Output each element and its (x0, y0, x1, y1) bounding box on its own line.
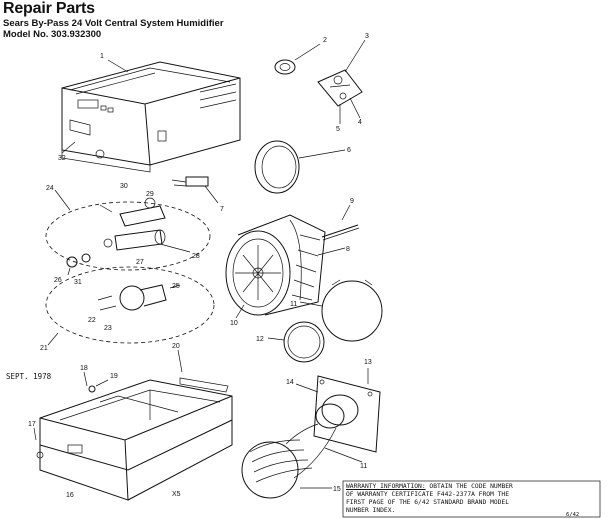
callout-7: 7 (220, 206, 224, 213)
callout-21: 21 (40, 345, 48, 352)
callout-4: 4 (358, 119, 362, 126)
page-code: 6/42 (566, 512, 580, 518)
callout-26: 26 (54, 277, 62, 284)
model-number: Model No. 303.932300 (3, 29, 102, 40)
warranty-line-2: OF WARRANTY CERTIFICATE F442-2377A FROM … (346, 491, 510, 498)
callout-29: 29 (146, 191, 154, 198)
callout-31: 31 (74, 279, 82, 286)
callout-15: 15 (333, 486, 341, 493)
o-ring-part (267, 321, 325, 363)
callout-8: 8 (346, 246, 350, 253)
spring-clip-part (299, 279, 383, 342)
callout-12: 12 (256, 336, 264, 343)
callout-32: 32 (58, 155, 66, 162)
callout-2: 2 (323, 37, 327, 44)
callout-23: 23 (104, 325, 112, 332)
switch-part (171, 176, 219, 204)
callout-10: 10 (230, 320, 238, 327)
callout-13: 13 (364, 359, 372, 366)
callout-11: 11 (290, 301, 297, 308)
callout-27: 27 (136, 259, 144, 266)
callout-22: 22 (88, 317, 96, 324)
page-title: Repair Parts (3, 0, 95, 17)
callout-11-duct: 11 (360, 463, 367, 470)
tray-hardware (33, 371, 109, 459)
callout-19: 19 (110, 373, 118, 380)
warranty-heading: WARRANTY INFORMATION: (346, 483, 426, 490)
warranty-box (342, 480, 601, 518)
callout-5: 5 (336, 126, 340, 133)
warranty-line-3: FIRST PAGE OF THE 6/42 STANDARD BRAND MO… (346, 499, 510, 506)
callout-3: 3 (365, 33, 369, 40)
warranty-line-1: OBTAIN THE CODE NUMBER (425, 483, 513, 490)
base-tray (39, 349, 233, 501)
warranty-note: WARRANTY INFORMATION: OBTAIN THE CODE NU… (346, 483, 596, 515)
callout-x5: X5 (172, 491, 181, 498)
mounting-plate (295, 368, 381, 453)
callout-9: 9 (350, 198, 354, 205)
callout-18: 18 (80, 365, 88, 372)
callout-28: 28 (192, 253, 200, 260)
warranty-line-4: NUMBER INDEX. (346, 507, 396, 514)
date-note: SEPT. 1978 (6, 372, 52, 381)
fittings-parts (66, 253, 91, 276)
callout-24: 24 (46, 185, 54, 192)
bushing-part (274, 43, 321, 75)
cabinet-housing (61, 61, 241, 173)
valve-assembly-group (45, 189, 211, 271)
solenoid-assembly-group (45, 266, 215, 346)
shaft-part (321, 204, 360, 241)
motor-bracket-assembly (317, 39, 366, 124)
callout-20: 20 (172, 343, 180, 350)
ring-band-part (254, 140, 346, 194)
callout-25: 25 (172, 283, 180, 290)
evaporator-drum (225, 214, 346, 319)
callout-30: 30 (120, 183, 128, 190)
callout-6: 6 (347, 147, 351, 154)
callout-1: 1 (100, 53, 104, 60)
product-subtitle: Sears By-Pass 24 Volt Central System Hum… (3, 18, 224, 29)
callout-14: 14 (286, 379, 294, 386)
callout-16: 16 (66, 492, 74, 499)
flex-duct-part (241, 403, 363, 499)
callout-17: 17 (28, 421, 36, 428)
